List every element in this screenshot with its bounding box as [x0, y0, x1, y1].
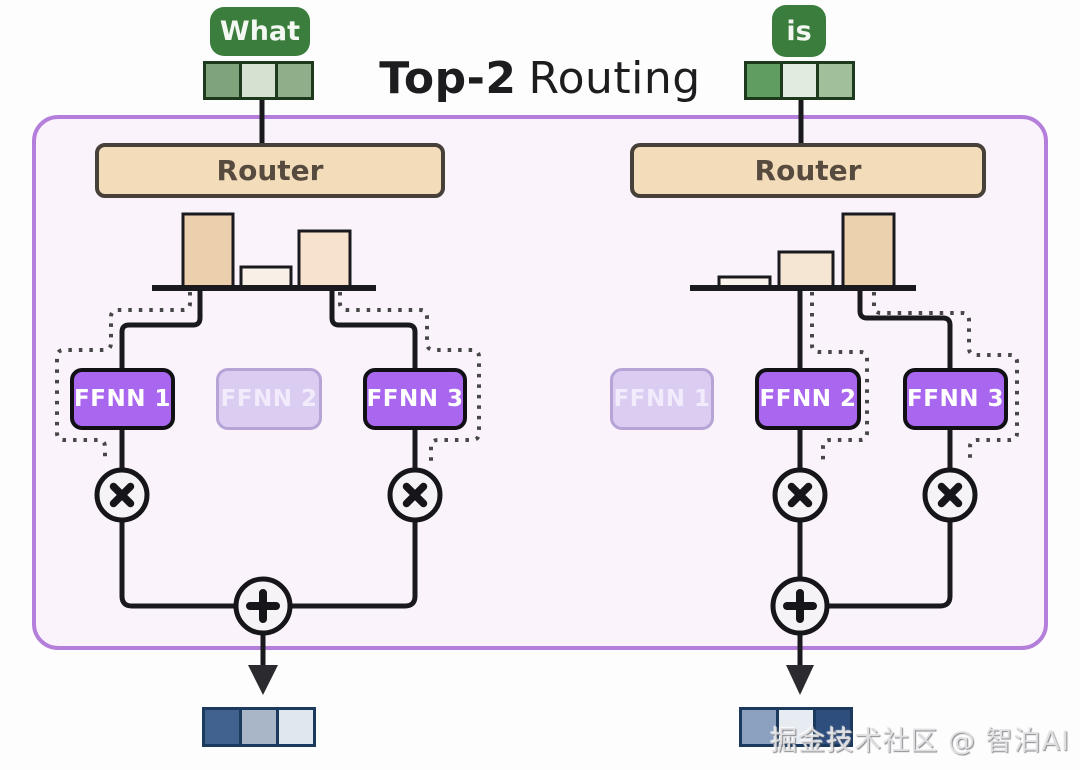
output-cell — [239, 707, 279, 747]
embedding-is — [744, 61, 855, 100]
ffnn-label: FFNN 1 — [74, 386, 171, 412]
ffnn2-left: FFNN 2 — [216, 368, 322, 430]
output-cell — [276, 707, 316, 747]
router-right: Router — [630, 143, 986, 198]
ffnn2-right: FFNN 2 — [755, 368, 861, 430]
router-right-label: Router — [754, 154, 862, 187]
page-title: Top-2 Routing — [330, 48, 750, 108]
embedding-cell — [203, 61, 242, 100]
output-cell — [813, 707, 853, 747]
output-cell — [739, 707, 779, 747]
ffnn3-left: FFNN 3 — [363, 368, 467, 430]
embedding-what — [203, 61, 314, 100]
embedding-cell — [816, 61, 855, 100]
ffnn1-left: FFNN 1 — [70, 368, 175, 430]
token-is: is — [772, 5, 826, 57]
ffnn3-right: FFNN 3 — [903, 368, 1008, 430]
ffnn-label: FFNN 3 — [907, 386, 1004, 412]
ffnn-label: FFNN 2 — [220, 386, 318, 412]
output-arrowhead-right — [786, 665, 814, 695]
embedding-cell — [239, 61, 278, 100]
title-prefix: Top-2 — [379, 52, 517, 104]
token-what-label: What — [219, 16, 301, 47]
router-left: Router — [95, 143, 445, 198]
output-cell — [776, 707, 816, 747]
title-suffix: Routing — [528, 52, 701, 104]
ffnn-label: FFNN 3 — [366, 386, 464, 412]
output-embedding-right — [739, 707, 853, 747]
ffnn-label: FFNN 2 — [759, 386, 857, 412]
output-cell — [202, 707, 242, 747]
watermark: 掘金技术社区 @ 智泊AI — [770, 726, 1070, 757]
token-what: What — [210, 7, 310, 56]
token-is-label: is — [786, 15, 812, 47]
embedding-cell — [780, 61, 819, 100]
router-left-label: Router — [216, 154, 324, 187]
ffnn-label: FFNN 1 — [613, 386, 711, 412]
embedding-cell — [275, 61, 314, 100]
output-embedding-left — [202, 707, 316, 747]
embedding-cell — [744, 61, 783, 100]
output-arrowhead-left — [248, 665, 278, 695]
ffnn1-right: FFNN 1 — [610, 368, 714, 430]
